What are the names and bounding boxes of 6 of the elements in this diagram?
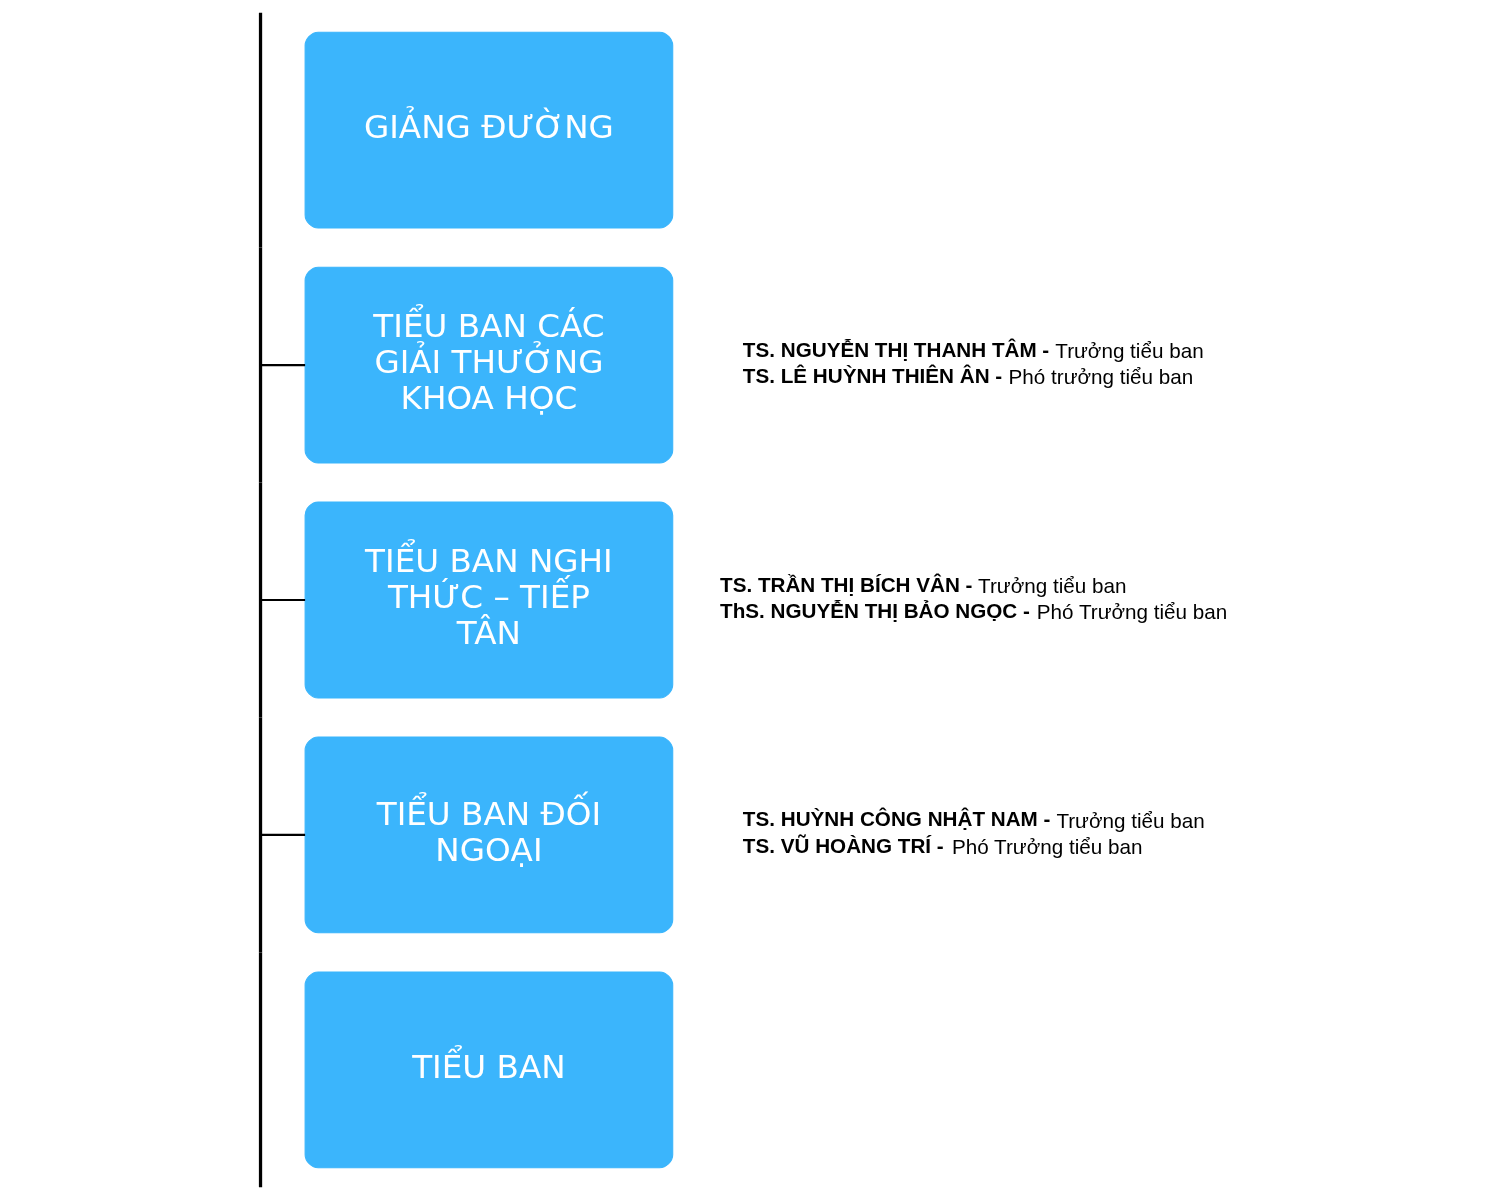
node-label: TS. TRẦN THỊ BÍCH VÂN - Trưởng tiểu ban bbox=[720, 572, 1127, 597]
node-label: TS. LÊ HUỲNH THIÊN ÂN - Phó trưởng tiểu ban bbox=[742, 363, 1194, 388]
node-label: TS. HUỲNH CÔNG NHẬT NAM - Trưởng tiểu ban bbox=[742, 807, 1205, 832]
node-label: ThS. NGUYỄN THỊ BẢO NGỌC - Phó Trưởng tiểu ban bbox=[720, 598, 1228, 623]
node-label: TS. NGUYỄN THỊ THANH TÂM - Trưởng tiểu ban bbox=[742, 337, 1204, 362]
node-label: TS. VŨ HOÀNG TRÍ - Phó Trưởng tiểu ban bbox=[742, 833, 1143, 858]
